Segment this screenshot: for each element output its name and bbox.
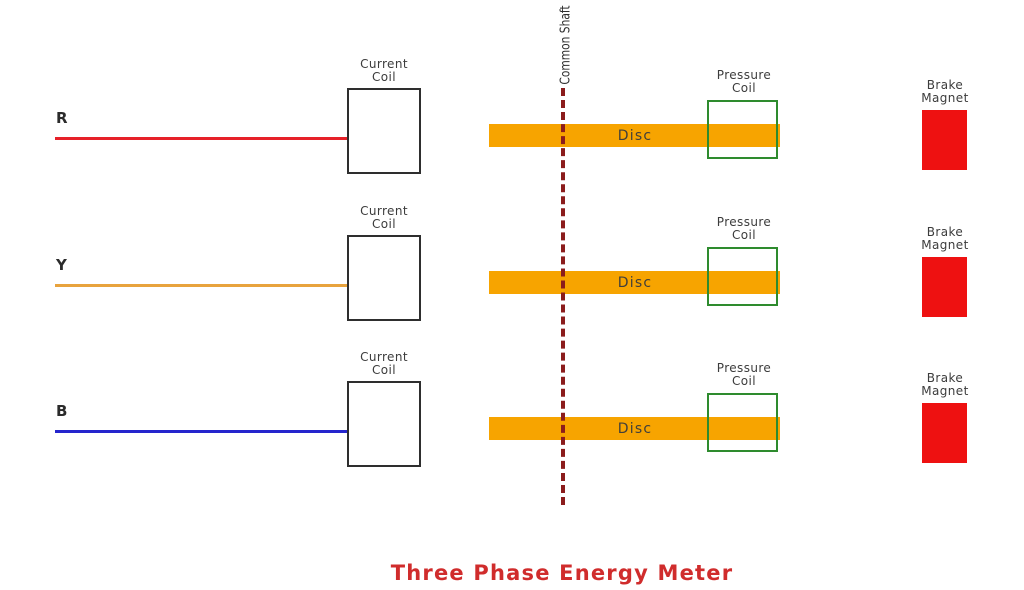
pressure-coil-box [707,246,778,306]
current-coil-label: Current Coil [339,58,429,84]
current-coil-label-line1: Current [360,57,408,71]
current-coil-label-line2: Coil [372,70,396,84]
phase-label-y: Y [56,255,68,274]
brake-magnet-label-line1: Brake [926,224,964,239]
brake-magnet-label: Brake Magnet [895,79,995,105]
brake-magnet-label: Brake Magnet [895,372,995,398]
pressure-coil-label-line1: Pressure [716,361,772,375]
current-coil-label-line2: Coil [372,363,396,377]
current-coil-label: Current Coil [339,351,429,377]
pressure-coil-label-line1: Pressure [716,214,772,229]
disc-label: Disc [617,421,653,437]
current-coil-box [347,234,421,321]
disc-label: Disc [617,128,653,144]
brake-magnet [922,110,967,170]
brake-magnet-label: Brake Magnet [895,224,995,252]
common-shaft-label: Common Shaft [558,5,574,85]
phase-row-b: B Current Coil Disc Pressure Coil Brake … [0,293,1024,473]
brake-magnet-label-line2: Magnet [921,237,969,252]
brake-magnet-label-line2: Magnet [921,91,969,105]
phase-label-r: R [56,109,69,127]
current-coil-label: Current Coil [339,203,429,231]
phase-line-b [55,430,347,433]
pressure-coil-box [707,100,778,159]
current-coil-label-line1: Current [360,350,408,364]
brake-magnet-label-line1: Brake [926,78,964,92]
pressure-coil-label: Pressure Coil [694,362,794,388]
brake-magnet-label-line1: Brake [926,371,964,385]
pressure-coil-label-line2: Coil [732,81,756,95]
brake-magnet [922,256,967,317]
common-shaft-line [561,88,565,505]
pressure-coil-label-line1: Pressure [716,68,772,82]
pressure-coil-label-line2: Coil [732,374,756,388]
brake-magnet-label-line2: Magnet [921,384,969,398]
current-coil-box [347,88,421,174]
current-coil-label-line2: Coil [372,216,396,231]
phase-line-r [55,137,347,140]
current-coil-label-line1: Current [360,203,408,218]
pressure-coil-label: Pressure Coil [694,214,794,242]
pressure-coil-label-line2: Coil [732,227,756,242]
brake-magnet [922,403,967,463]
disc-label: Disc [617,274,653,291]
diagram-title: Three Phase Energy Meter [390,561,734,585]
phase-label-b: B [56,402,69,420]
pressure-coil-label: Pressure Coil [694,69,794,95]
current-coil-box [347,381,421,467]
pressure-coil-box [707,393,778,452]
phase-line-y [55,283,347,287]
